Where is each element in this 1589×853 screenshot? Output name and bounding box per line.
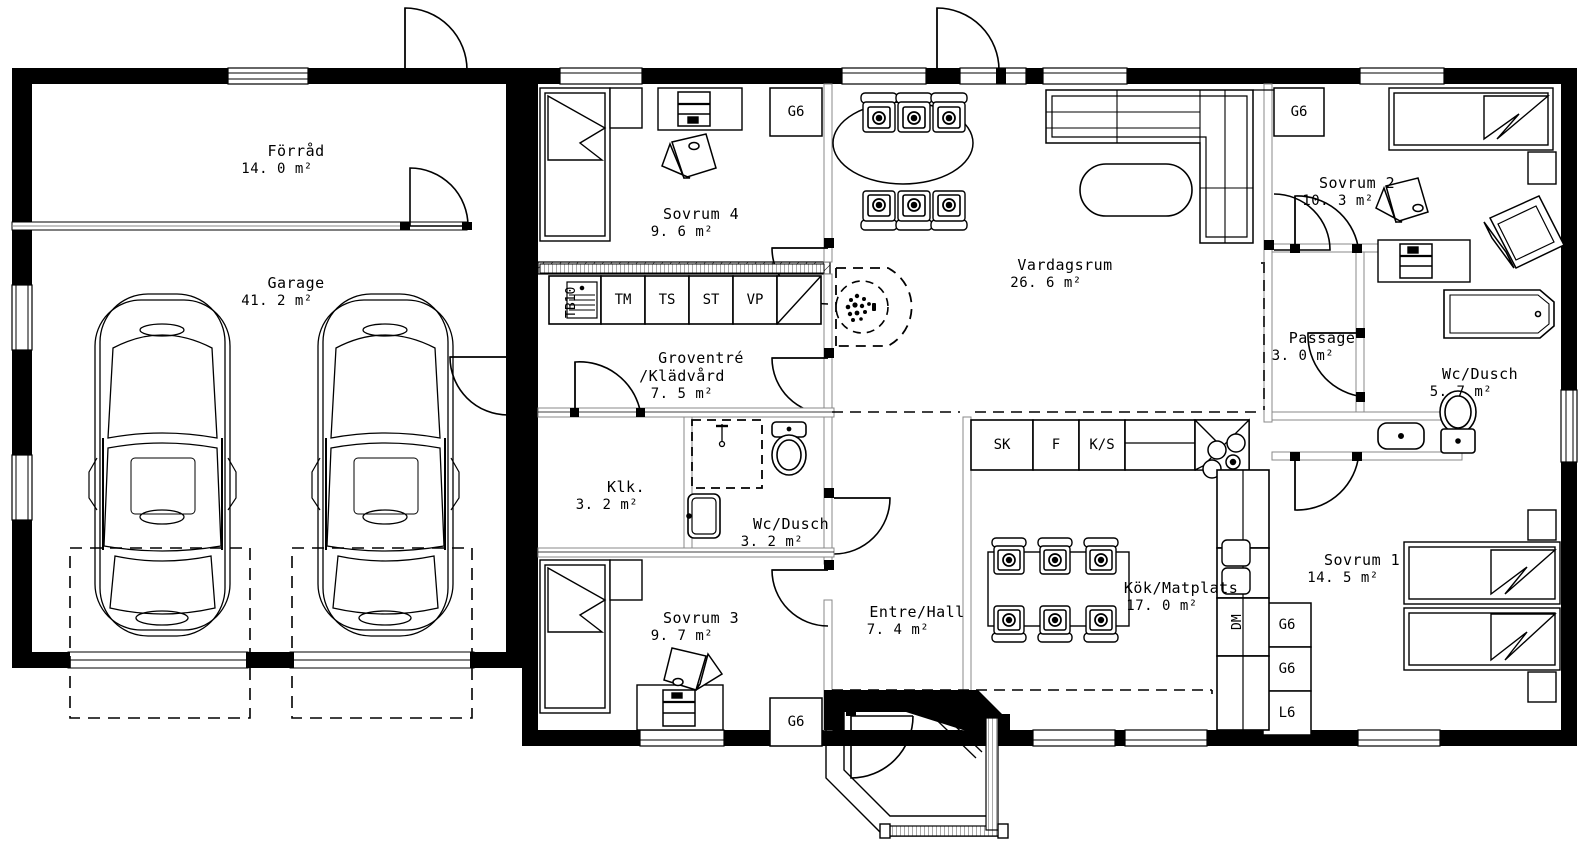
sink-symbol	[686, 493, 721, 539]
shower-symbol	[691, 419, 763, 489]
toilet-symbol	[1439, 390, 1477, 454]
dining-chairs	[860, 92, 968, 231]
bed-symbol	[539, 87, 643, 242]
wardrobe-label-g6: G6	[787, 104, 805, 120]
wardrobe-label-g6: G6	[1278, 661, 1296, 677]
desk-symbol	[1377, 239, 1471, 283]
wardrobe-label-l6: L6	[1278, 705, 1296, 721]
wardrobe-column	[1262, 602, 1312, 736]
dining-chairs	[991, 537, 1119, 643]
sink-symbol	[1377, 422, 1425, 450]
wardrobe-label-g6: G6	[1290, 104, 1308, 120]
interior-walls-house	[537, 7, 1463, 731]
car-symbol	[88, 293, 460, 637]
bed-symbol	[539, 559, 643, 714]
desk-symbol	[636, 684, 724, 731]
window-openings	[11, 67, 1578, 747]
bed-symbol	[1403, 509, 1561, 605]
armchair-symbol	[1483, 195, 1566, 269]
coffee-table-symbol	[1079, 163, 1193, 217]
appliance-label-tb10: TB10	[564, 286, 579, 318]
kitchen-label-f: F	[1051, 437, 1061, 453]
kitchen-cabinets	[970, 418, 1270, 731]
desk-symbol	[657, 87, 743, 131]
chair-symbol	[661, 133, 717, 179]
entry-porch	[824, 690, 1010, 839]
appliance-label-vp: VP	[746, 292, 764, 308]
wardrobe-label-g6: G6	[1278, 617, 1296, 633]
wardrobe-g6	[1273, 87, 1325, 137]
fireplace-stove	[835, 267, 913, 347]
appliance-label-dm: DM	[1230, 614, 1245, 630]
exterior-walls	[12, 68, 1577, 746]
appliance-label-ts: TS	[658, 292, 676, 308]
appliance-label-st: ST	[702, 292, 720, 308]
garage-doors	[62, 547, 478, 719]
utility-appliance-row	[548, 275, 822, 325]
bed-symbol	[1403, 607, 1561, 703]
wardrobe-g6	[769, 697, 823, 747]
bed-symbol	[1388, 87, 1557, 185]
sliding-door	[539, 263, 825, 274]
kitchen-label-sk: SK	[993, 437, 1011, 453]
appliance-label-tm: TM	[614, 292, 632, 308]
wardrobe-g6	[769, 87, 823, 137]
interior-walls-garage	[11, 7, 522, 418]
chair-symbol	[1375, 177, 1429, 223]
wardrobe-label-g6: G6	[787, 714, 805, 730]
chair-symbol	[663, 647, 724, 691]
bathtub-symbol	[1443, 289, 1555, 339]
toilet-symbol	[771, 421, 807, 476]
kitchen-label-ks: K/S	[1089, 437, 1115, 453]
sofa-symbol	[1045, 89, 1275, 244]
